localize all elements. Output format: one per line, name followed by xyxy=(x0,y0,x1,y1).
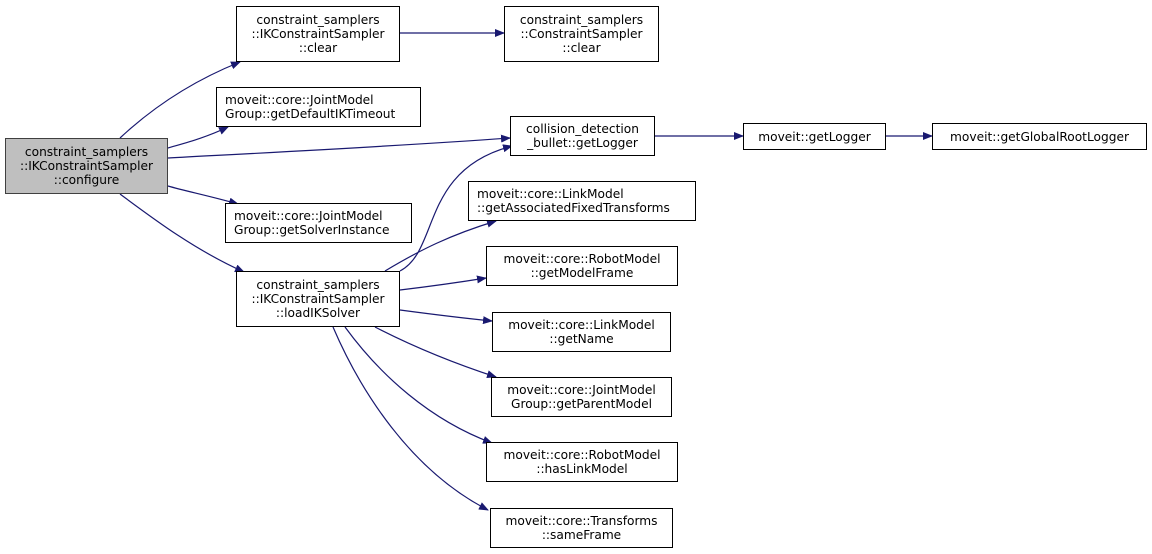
node-moveit-get-logger[interactable]: moveit::getLogger xyxy=(743,123,886,150)
node-get-solver-instance[interactable]: moveit::core::JointModel Group::getSolve… xyxy=(225,203,412,243)
node-line: Group::getParentModel xyxy=(511,397,652,411)
node-line: constraint_samplers xyxy=(256,13,380,27)
node-line: ::clear xyxy=(298,41,338,55)
edge-configure-to-default_ik_timeout xyxy=(167,126,229,149)
node-line: ::configure xyxy=(53,173,120,187)
node-line: ::hasLinkModel xyxy=(536,462,628,476)
node-line: ::IKConstraintSampler xyxy=(19,159,154,173)
node-line: moveit::core::RobotModel xyxy=(503,448,661,462)
edge-configure-to-get_solver_instance xyxy=(167,185,239,206)
node-get-model-frame[interactable]: moveit::core::RobotModel ::getModelFrame xyxy=(486,246,678,286)
node-line: ::sameFrame xyxy=(541,528,622,542)
node-same-frame[interactable]: moveit::core::Transforms ::sameFrame xyxy=(490,508,673,548)
node-get-name[interactable]: moveit::core::LinkModel ::getName xyxy=(492,312,671,352)
node-line: ::IKConstraintSampler xyxy=(251,27,385,41)
node-line: _bullet::getLogger xyxy=(527,136,638,150)
node-has-link-model[interactable]: moveit::core::RobotModel ::hasLinkModel xyxy=(486,442,678,482)
edge-configure-to-load_ik_solver xyxy=(119,193,245,273)
node-get-parent-model[interactable]: moveit::core::JointModel Group::getParen… xyxy=(491,377,672,417)
edge-load_ik_solver-to-get_parent_model xyxy=(374,326,497,379)
node-line: collision_detection xyxy=(526,122,639,136)
edge-load_ik_solver-to-assoc_fixed_transforms xyxy=(384,219,497,272)
node-line: ::getAssociatedFixedTransforms xyxy=(477,201,670,215)
node-line: moveit::core::Transforms xyxy=(505,514,658,528)
node-line: ::getModelFrame xyxy=(530,266,634,280)
node-global-root-logger[interactable]: moveit::getGlobalRootLogger xyxy=(932,123,1147,150)
node-ik-clear[interactable]: constraint_samplers ::IKConstraintSample… xyxy=(236,6,400,62)
edge-load_ik_solver-to-has_link_model xyxy=(344,326,493,444)
node-line: ::clear xyxy=(562,41,601,55)
node-cs-clear[interactable]: constraint_samplers ::ConstraintSampler … xyxy=(504,6,659,62)
node-default-ik-timeout[interactable]: moveit::core::JointModel Group::getDefau… xyxy=(216,87,421,127)
node-line: moveit::getGlobalRootLogger xyxy=(950,129,1129,144)
node-line: moveit::core::RobotModel xyxy=(503,252,661,266)
node-line: constraint_samplers xyxy=(24,145,149,159)
node-line: Group::getDefaultIKTimeout xyxy=(225,107,396,121)
node-line: moveit::core::LinkModel xyxy=(477,187,624,201)
edge-load_ik_solver-to-get_model_frame xyxy=(399,275,487,291)
node-line: ::getName xyxy=(549,332,614,346)
node-load-ik-solver[interactable]: constraint_samplers ::IKConstraintSample… xyxy=(236,271,400,327)
edge-configure-to-bullet_get_logger xyxy=(167,134,511,159)
node-line: moveit::core::LinkModel xyxy=(508,318,655,332)
edge-load_ik_solver-to-bullet_get_logger xyxy=(399,144,513,272)
node-line: ::IKConstraintSampler xyxy=(251,292,385,306)
node-line: moveit::core::JointModel xyxy=(225,93,374,107)
node-configure[interactable]: constraint_samplers ::IKConstraintSample… xyxy=(5,138,168,194)
edge-load_ik_solver-to-same_frame xyxy=(332,326,489,511)
node-line: moveit::core::JointModel xyxy=(234,209,383,223)
node-line: moveit::core::JointModel xyxy=(507,383,656,397)
node-line: constraint_samplers xyxy=(256,278,380,292)
node-line: Group::getSolverInstance xyxy=(234,223,390,237)
edge-load_ik_solver-to-get_name xyxy=(399,309,493,325)
node-assoc-fixed-transforms[interactable]: moveit::core::LinkModel ::getAssociatedF… xyxy=(468,181,696,221)
node-line: ::ConstraintSampler xyxy=(520,27,643,41)
node-line: moveit::getLogger xyxy=(758,129,871,144)
node-line: ::loadIKSolver xyxy=(275,306,361,320)
node-bullet-get-logger[interactable]: collision_detection _bullet::getLogger xyxy=(510,116,655,156)
edge-configure-to-ik_clear xyxy=(119,61,241,139)
node-line: constraint_samplers xyxy=(519,13,644,27)
